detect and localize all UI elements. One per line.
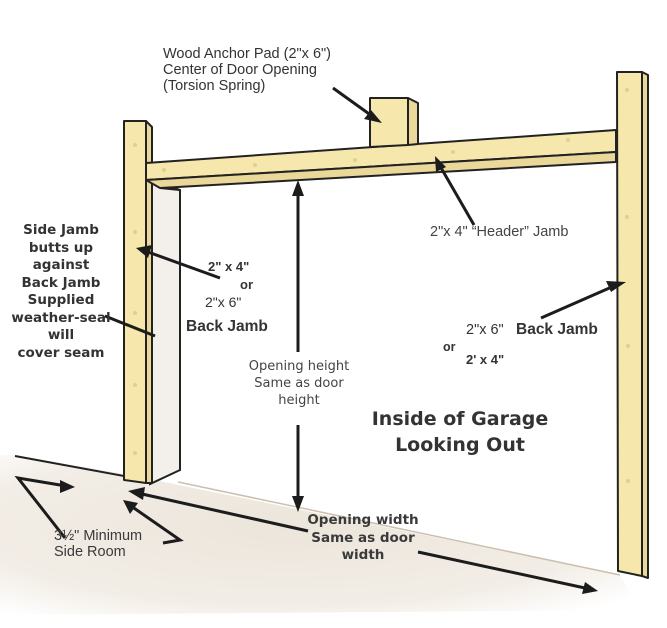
wood-anchor-pad: [369, 97, 409, 148]
side-jamb-wall: [149, 178, 181, 486]
side-room-line: Side Room: [54, 544, 126, 561]
right-jamb-or: or: [443, 340, 456, 354]
floor-edge-line-right: [177, 481, 621, 576]
opening-width-line: Opening width: [307, 512, 419, 528]
anchor-pad-label-line: Center of Door Opening: [163, 62, 317, 79]
side-jamb-label-line: Supplied: [27, 292, 95, 309]
anchor-pad-label-line: (Torsion Spring): [163, 78, 266, 95]
opening-height-line: height: [278, 392, 320, 408]
side-jamb-label-line: will: [47, 327, 75, 344]
wood-anchor-pad-side: [407, 97, 419, 146]
right-jamb-size-b: 2' x 4": [466, 352, 505, 367]
opening-height-line: Same as door: [254, 375, 344, 391]
opening-height-line: Opening height: [248, 359, 350, 374]
left-back-jamb-label: Back Jamb: [186, 318, 268, 335]
header-jamb-label: 2"x 4" “Header” Jamb: [430, 224, 569, 240]
title-line: Inside of Garage: [371, 408, 549, 430]
right-back-jamb-label: Back Jamb: [516, 321, 598, 338]
left-back-jamb: [123, 120, 147, 484]
header-jamb-arrow-icon: [435, 156, 476, 226]
title-line: Looking Out: [395, 434, 525, 457]
garage-floor: [0, 455, 640, 615]
side-jamb-label-line: weather-seal: [11, 309, 111, 326]
left-back-jamb-arrow-icon: [136, 245, 221, 280]
side-jamb-label-line: Side Jamb: [23, 222, 99, 238]
side-jamb-label: Side Jamb butts up against Back Jamb Sup…: [6, 222, 116, 362]
side-jamb-label-line: cover seam: [17, 344, 105, 361]
diagram-title: Inside of Garage Looking Out: [355, 406, 565, 458]
side-jamb-label-line: Back Jamb: [21, 274, 101, 291]
side-room-double-arrow-icon: [14, 475, 184, 545]
right-back-jamb-arrow-icon: [540, 281, 626, 320]
floor-edge-line: [14, 455, 136, 479]
opening-height-label: Opening height Same as door height: [234, 359, 364, 410]
opening-height-double-arrow-icon: [292, 180, 304, 512]
right-back-jamb: [616, 71, 643, 577]
opening-width-arrow-right-icon: [417, 550, 598, 594]
opening-width-line: Same as door: [311, 529, 415, 546]
side-room-line: 3½" Minimum: [54, 528, 143, 544]
left-jamb-size-a: 2" x 4": [208, 259, 250, 274]
left-jamb-size-b: 2"x 6": [205, 294, 242, 310]
opening-width-label: Opening width Same as door width: [298, 512, 428, 565]
side-jamb-label-line: butts up: [28, 239, 94, 256]
anchor-pad-label-line: Wood Anchor Pad (2"x 6"): [163, 46, 332, 62]
opening-width-arrow-left-icon: [128, 487, 309, 533]
left-back-jamb-side: [145, 120, 153, 484]
opening-width-line: width: [341, 547, 385, 564]
side-jamb-seam-pointer-icon: [104, 314, 156, 338]
header-jamb-underside: [145, 151, 617, 189]
side-jamb-label-line: against: [32, 257, 90, 274]
right-jamb-size-a: 2"x 6": [466, 322, 504, 338]
side-room-label: 3½" Minimum Side Room: [54, 528, 142, 560]
anchor-pad-label: Wood Anchor Pad (2"x 6") Center of Door …: [163, 46, 331, 95]
left-jamb-or: or: [240, 277, 253, 292]
anchor-pad-arrow-icon: [332, 86, 382, 123]
right-back-jamb-side: [641, 71, 649, 579]
